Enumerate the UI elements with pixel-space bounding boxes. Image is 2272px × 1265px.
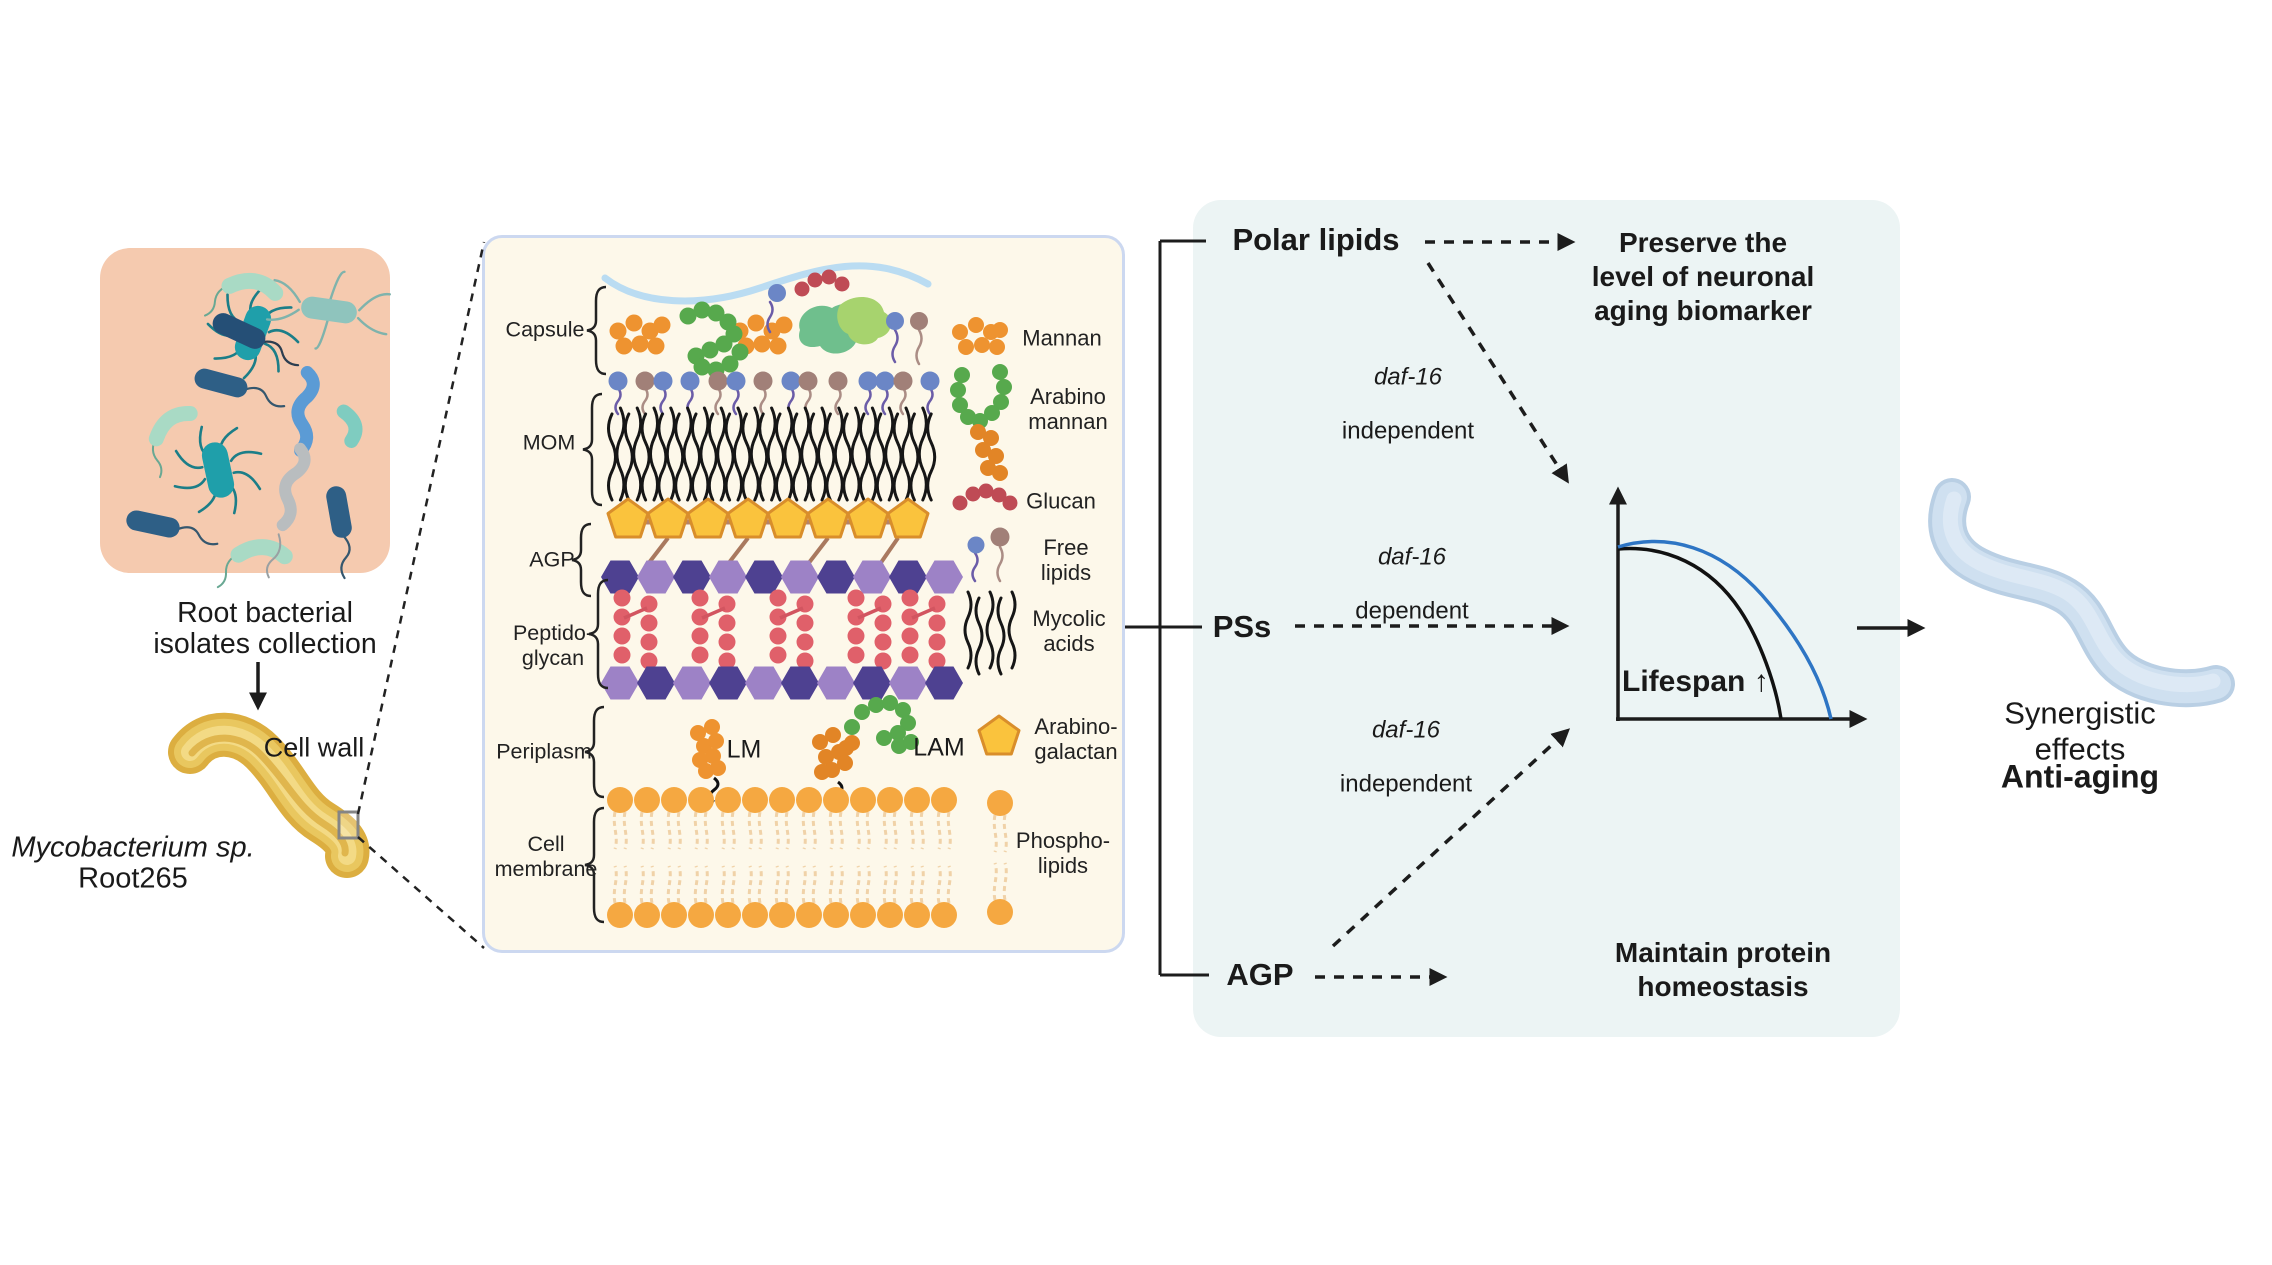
legend-label-free-lipids: Free lipids: [1040, 535, 1092, 585]
root-isolates-box: [100, 248, 390, 573]
lm-label: LM: [726, 735, 762, 764]
legend-label-glucan: Glucan: [1026, 488, 1096, 514]
legend-label-arabinogalactan: Arabino- galactan: [1034, 714, 1118, 764]
strain-name: Root265: [78, 862, 188, 895]
layer-label-cell-membrane: Cell membrane: [494, 832, 598, 881]
layer-label-peptidoglycan: Peptido- glycan: [512, 621, 594, 670]
zoom-region-marker: [337, 810, 360, 840]
daf16-independent-top: daf-16 independent: [1342, 337, 1474, 472]
dependency-mode: independent: [1339, 770, 1473, 798]
layer-label-capsule: Capsule: [505, 317, 585, 342]
layer-label-agp: AGP: [529, 547, 575, 572]
outcome-protein-homeostasis: Maintain protein homeostasis: [1614, 937, 1832, 1002]
lam-label: LAM: [913, 733, 965, 762]
gene-name: daf-16: [1371, 716, 1441, 744]
component-agp: AGP: [1226, 957, 1294, 993]
species-name: Mycobacterium sp.: [11, 831, 255, 864]
anti-aging-label: Anti-aging: [2000, 758, 2160, 795]
layer-label-periplasm: Periplasm: [496, 739, 592, 764]
legend-label-mycolic-acids: Mycolic acids: [1032, 606, 1106, 656]
legend-label-mannan: Mannan: [1022, 325, 1102, 351]
daf16-independent-bottom: daf-16 independent: [1340, 690, 1472, 825]
collection-caption: Root bacterial isolates collection: [153, 597, 377, 660]
synergistic-effects-label: Synergistic effects: [2004, 695, 2156, 766]
lifespan-increase-label: Lifespan ↑: [1622, 665, 1769, 698]
gene-name: daf-16: [1377, 543, 1447, 571]
cell-wall-label: Cell wall: [263, 732, 365, 763]
component-polar-lipids: Polar lipids: [1232, 222, 1400, 258]
component-pss: PSs: [1212, 609, 1272, 645]
gene-name: daf-16: [1373, 363, 1443, 391]
legend-label-arabinomannan: Arabino mannan: [1028, 384, 1108, 434]
worm-illustration: [1928, 478, 2235, 708]
outcome-neuronal-biomarker: Preserve the level of neuronal aging bio…: [1591, 227, 1815, 326]
dependency-mode: independent: [1341, 417, 1475, 445]
dependency-mode: dependent: [1355, 597, 1469, 625]
daf16-dependent-middle: daf-16 dependent: [1355, 517, 1468, 652]
legend-label-phospholipids: Phospho- lipids: [1015, 828, 1111, 878]
layer-label-mom: MOM: [522, 430, 576, 455]
